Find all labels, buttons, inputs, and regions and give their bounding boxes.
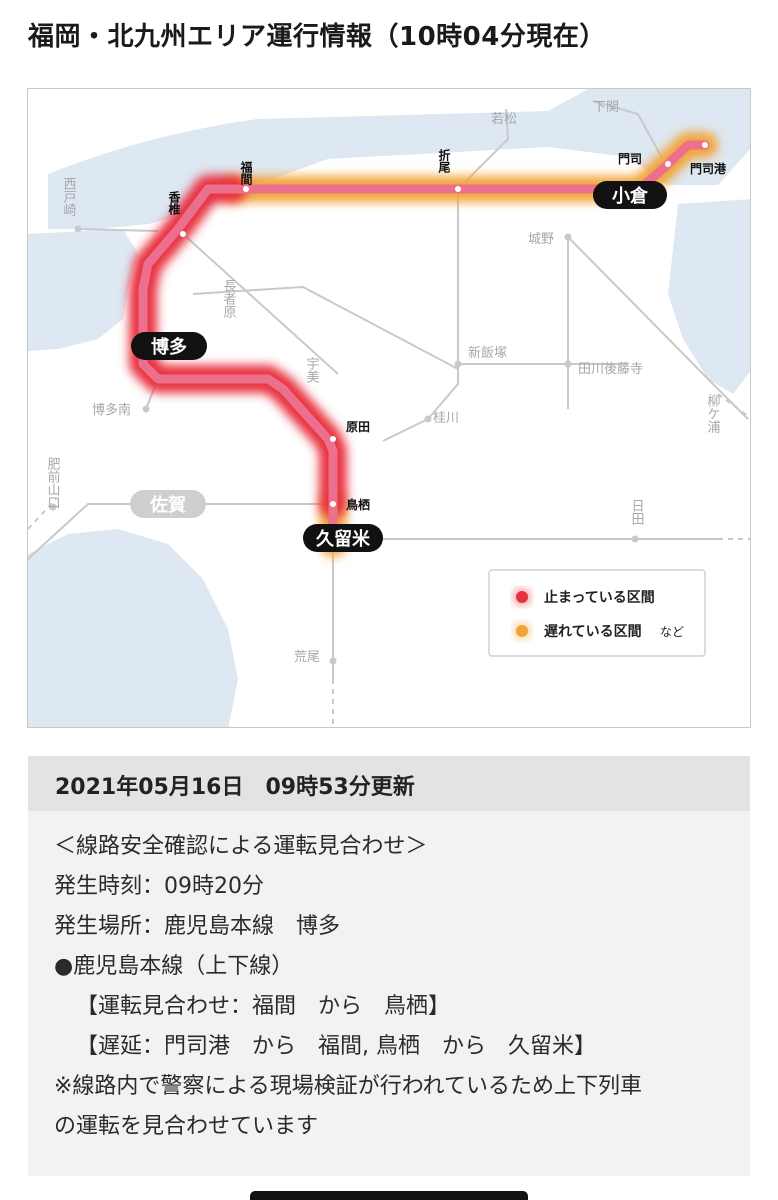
label-hita: 日田	[629, 499, 644, 525]
dot-hakataminami	[142, 405, 150, 413]
label-yanagiura: 柳ケ浦	[705, 394, 721, 433]
label-nagasabaru: 長者原	[221, 279, 237, 318]
label-umi: 宇美	[304, 357, 320, 383]
legend-stopped-dot	[516, 591, 528, 603]
rail-nippo-dashed	[717, 393, 750, 419]
dot-keisen	[424, 415, 432, 423]
rail-wakamatsu-line	[457, 108, 510, 190]
rail-saitozaki-line	[77, 228, 159, 232]
label-hakataminami: 博多南	[92, 402, 131, 418]
dot-fukuma	[243, 186, 249, 192]
label-hakata: 博多	[151, 336, 187, 358]
badge-kokura-bg	[593, 181, 667, 209]
label-kashii: 香椎	[167, 190, 181, 216]
label-shimonoseki: 下関	[593, 100, 619, 115]
home-indicator[interactable]	[250, 1191, 528, 1200]
minor-station-labels: 若松 下関 西戸崎 城野 長者原 宇美 新飯塚 田川後藤寺 博多南 桂川 柳ケ浦…	[45, 100, 721, 665]
label-moji: 門司	[618, 152, 642, 166]
main-station-dots	[180, 142, 708, 507]
badge-saga: 佐賀	[130, 490, 206, 518]
rail-fukuhoku-line	[192, 285, 459, 370]
update-timestamp: 2021年05月16日 09時53分更新	[28, 756, 750, 811]
label-jono: 城野	[528, 232, 554, 247]
info-occurrence-place: 発生場所：鹿児島本線 博多	[54, 914, 341, 939]
rail-shimonoseki-line	[592, 100, 669, 170]
dot-hita	[631, 535, 639, 543]
dot-tosu	[330, 501, 336, 507]
operation-info-panel: 2021年05月16日 09時53分更新 ＜線路安全確認による運転見合わせ＞ 発…	[28, 756, 750, 1176]
badge-hakata: 博多	[131, 332, 207, 360]
legend-delayed-label: 遅れている区間	[544, 624, 642, 640]
kagoshima-main-line	[138, 140, 710, 534]
dot-gotoji	[564, 360, 572, 368]
label-orio: 折尾	[437, 148, 451, 174]
info-body: ＜線路安全確認による運転見合わせ＞ 発生時刻：09時20分 発生場所：鹿児島本線…	[28, 811, 750, 1147]
main-station-labels: 福間 香椎 折尾 門司 門司港 原田 鳥栖	[167, 148, 727, 512]
label-fukuma: 福間	[239, 160, 253, 186]
label-arao: 荒尾	[294, 650, 320, 665]
dot-harada	[330, 436, 336, 442]
label-shiniizuka: 新飯塚	[468, 345, 507, 361]
info-occurrence-time: 発生時刻：09時20分	[54, 874, 264, 899]
sea-ariake	[28, 529, 238, 727]
label-tosu: 鳥栖	[346, 497, 370, 512]
dot-jono	[564, 233, 572, 241]
minor-station-dots	[49, 225, 639, 665]
badge-saga-bg	[130, 490, 206, 518]
dot-moji	[665, 161, 671, 167]
rail-chikuho-line	[382, 189, 459, 442]
sea-hakata-bay	[28, 229, 138, 351]
dot-hizenyamaguchi	[49, 503, 57, 511]
dot-saitozaki	[74, 225, 82, 233]
dot-mojiko	[702, 142, 708, 148]
badge-kokura: 小倉	[593, 181, 667, 209]
rail-network	[28, 100, 749, 679]
info-note-line1: ※線路内で警察による現場検証が行われているため上下列車	[54, 1074, 643, 1099]
dot-orio	[455, 186, 461, 192]
dot-shiniizuka	[454, 360, 462, 368]
rail-kashii-line	[182, 233, 339, 375]
page-title: 福岡・北九州エリア運行情報（10時04分現在）	[28, 22, 606, 52]
badge-kurume: 久留米	[303, 524, 383, 552]
label-kurume: 久留米	[316, 528, 371, 550]
legend-box	[488, 569, 706, 657]
info-note-line2: の運転を見合わせています	[54, 1114, 319, 1139]
label-keisen: 桂川	[433, 411, 459, 426]
label-saga: 佐賀	[149, 494, 186, 516]
label-wakamatsu: 若松	[491, 111, 517, 127]
info-title: ＜線路安全確認による運転見合わせ＞	[54, 834, 428, 859]
badge-hakata-bg	[131, 332, 207, 360]
dot-arao	[329, 657, 337, 665]
label-harada: 原田	[346, 420, 370, 434]
info-delayed-section: 【遅延：門司港 から 福間, 鳥栖 から 久留米】	[76, 1034, 596, 1059]
rail-nagasaki-line	[28, 503, 333, 560]
label-kokura: 小倉	[612, 185, 649, 207]
badge-kurume-bg	[303, 524, 383, 552]
legend-stopped-label: 止まっている区間	[544, 589, 655, 606]
route-map: 小倉 博多 久留米 佐賀 福間 香椎 折尾 門司 門司港 原田 鳥栖 若松 下関	[27, 88, 751, 728]
legend-delayed-suffix: など	[660, 625, 684, 639]
label-hizenyamaguchi: 肥前山口	[45, 457, 61, 509]
info-affected-line: ●鹿児島本線（上下線）	[54, 954, 294, 979]
map-legend: 止まっている区間 遅れている区間 など	[488, 569, 706, 657]
label-tagawagotoji: 田川後藤寺	[578, 362, 643, 377]
dot-kashii	[180, 231, 186, 237]
label-mojiko: 門司港	[690, 161, 727, 176]
sea-east	[668, 199, 750, 394]
label-saitozaki: 西戸崎	[61, 177, 77, 216]
info-suspended-section: 【運転見合わせ：福間 から 鳥栖】	[76, 994, 451, 1019]
legend-delayed-dot	[516, 625, 528, 637]
